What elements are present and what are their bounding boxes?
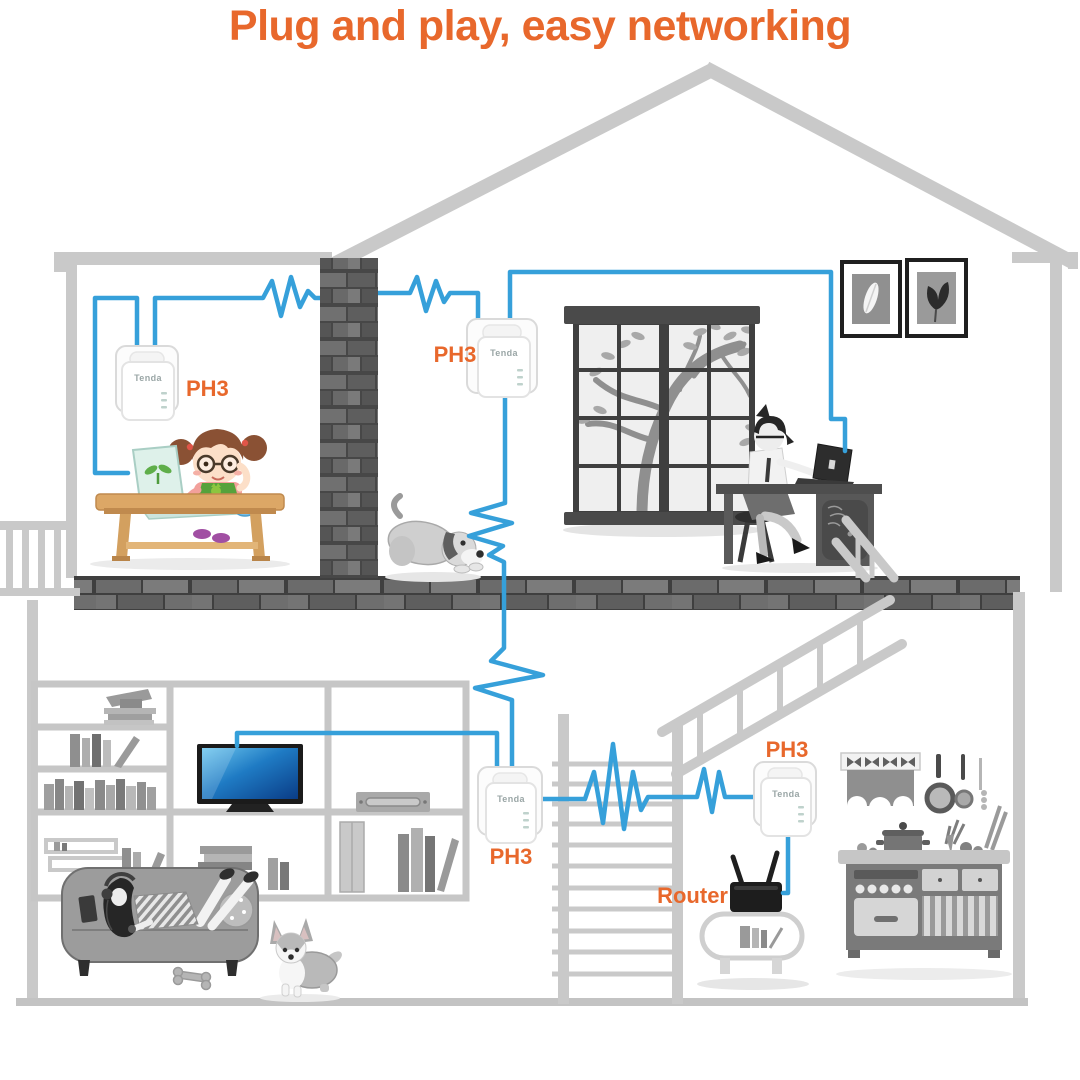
ph3-label-downstairs-right: PH3 bbox=[766, 737, 809, 762]
woman-figure bbox=[742, 404, 820, 564]
roof-right-slope bbox=[702, 61, 1076, 269]
woman-on-couch bbox=[101, 868, 259, 938]
cable-through-floor bbox=[466, 394, 546, 772]
roof-eave-stub bbox=[1068, 252, 1078, 269]
books-row-1 bbox=[70, 734, 140, 768]
network-cables bbox=[92, 269, 848, 896]
picture-tulip bbox=[905, 258, 968, 338]
ph3-label-upstairs-center: PH3 bbox=[434, 342, 477, 367]
cable-upstairs-left-run bbox=[152, 274, 324, 350]
valance-curtain bbox=[840, 752, 921, 819]
lower-right-wall bbox=[1013, 592, 1025, 1004]
window-shadow bbox=[563, 523, 763, 537]
tenda-logo-text: Tenda bbox=[772, 789, 800, 799]
adapter-upstairs-left: Tenda bbox=[115, 345, 179, 421]
floor-brick-band bbox=[74, 576, 1020, 610]
sliding-window bbox=[563, 306, 763, 537]
window-top-bar bbox=[564, 306, 760, 324]
cable-adapter-to-router bbox=[780, 833, 791, 896]
kid-desk bbox=[95, 493, 285, 561]
graduation-cap-and-books bbox=[104, 689, 156, 725]
house-structure bbox=[0, 61, 1078, 1006]
tenda-logo-text: Tenda bbox=[497, 794, 525, 804]
hanging-utensils bbox=[924, 754, 987, 814]
girl-at-desk bbox=[90, 429, 290, 570]
upper-right-wall bbox=[1050, 258, 1062, 592]
balcony-railing bbox=[0, 521, 80, 596]
kitchen bbox=[836, 752, 1012, 980]
framed-pictures bbox=[840, 258, 968, 338]
device-labels: PH3 PH3 PH3 PH3 Router bbox=[186, 342, 808, 908]
cable-tv-to-adapter bbox=[234, 730, 500, 772]
router-label: Router bbox=[657, 883, 728, 908]
roof-eave bbox=[1012, 252, 1078, 263]
bottom-shelf-items bbox=[44, 821, 459, 893]
shoe bbox=[193, 529, 211, 539]
side-table bbox=[699, 911, 805, 974]
ground-line bbox=[16, 998, 1028, 1006]
picture-feather bbox=[840, 260, 902, 338]
powerline-adapters: Tenda Tenda Tenda Tenda bbox=[115, 318, 817, 844]
corgi-dog bbox=[260, 918, 342, 1002]
antenna bbox=[765, 850, 780, 887]
antenna bbox=[730, 854, 745, 887]
couch-scene bbox=[61, 867, 259, 976]
tablet-on-armrest bbox=[78, 895, 98, 923]
flat-roof bbox=[54, 252, 332, 265]
frying-pan bbox=[924, 782, 956, 814]
stove-cabinet bbox=[836, 850, 1012, 980]
router-on-table bbox=[697, 850, 809, 990]
adapter-downstairs-right: Tenda bbox=[753, 761, 817, 837]
books-row-2 bbox=[44, 779, 156, 810]
dog-play-bow bbox=[385, 493, 484, 582]
shoe bbox=[212, 533, 230, 543]
flat-roof-end bbox=[54, 252, 66, 272]
headphones bbox=[104, 872, 136, 887]
media-player bbox=[356, 792, 430, 812]
tenda-logo-text: Tenda bbox=[134, 373, 162, 383]
window-bottom-bar bbox=[564, 512, 760, 525]
cable-upstairs-center-run bbox=[375, 274, 481, 326]
roof-left-slope bbox=[326, 63, 716, 273]
tenda-logo-text: Tenda bbox=[490, 348, 518, 358]
ladle bbox=[954, 789, 974, 809]
upper-left-wall bbox=[66, 262, 77, 578]
wifi-router bbox=[730, 850, 782, 912]
dog-toy-bone bbox=[172, 966, 212, 991]
stair-banister-upper bbox=[831, 515, 899, 583]
ph3-label-upstairs-left: PH3 bbox=[186, 376, 229, 401]
bookshelf-wall-unit bbox=[30, 680, 470, 902]
adapter-downstairs-center: Tenda bbox=[477, 766, 543, 844]
ph3-label-downstairs-center: PH3 bbox=[490, 844, 533, 869]
adapter-upstairs-center: Tenda bbox=[466, 318, 538, 398]
brick-chimney bbox=[320, 258, 378, 578]
cable-downstairs-run bbox=[538, 741, 757, 832]
cable-ceiling-to-woman-laptop bbox=[507, 269, 848, 454]
woman-at-desk bbox=[716, 404, 899, 583]
page-title: Plug and play, easy networking bbox=[228, 2, 852, 50]
television bbox=[197, 744, 303, 812]
cable-to-girl-laptop bbox=[92, 295, 140, 476]
